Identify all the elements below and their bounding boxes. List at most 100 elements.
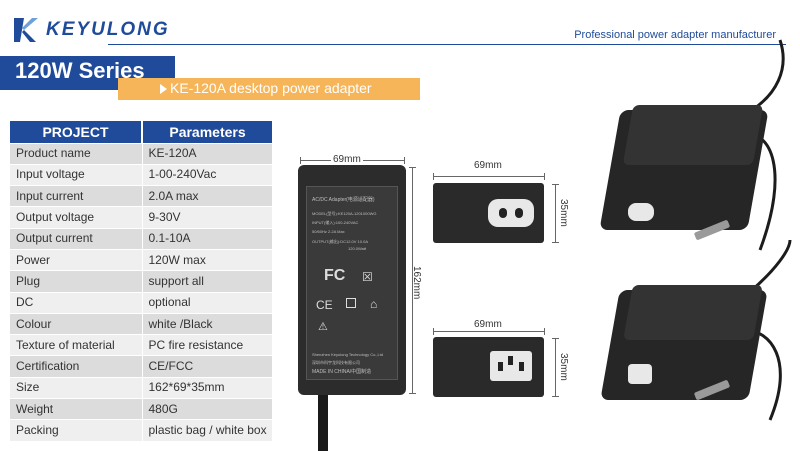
weee-bin-icon: ☒	[362, 270, 373, 284]
spec-value: KE-120A	[142, 142, 272, 165]
spec-value: white /Black	[142, 312, 272, 335]
spec-name: DC	[10, 291, 143, 314]
photo-socket-2pin	[628, 203, 654, 221]
dim-tick	[552, 184, 559, 185]
spec-value: 0.1-10A	[142, 227, 272, 250]
front-length-line	[412, 167, 413, 393]
spec-name: Texture of material	[10, 334, 143, 356]
spec-value: 2.0A max	[142, 185, 272, 207]
brand-logo: KEYULONG	[10, 14, 170, 46]
plate-power: 120.0Watt	[348, 246, 367, 251]
keyulong-logo-icon	[14, 18, 38, 42]
fc-logo: FC	[324, 267, 346, 284]
dim-tick	[409, 393, 416, 394]
spec-name: Input current	[10, 185, 143, 207]
dim-tick	[433, 173, 434, 180]
spec-name: Input voltage	[10, 163, 143, 186]
side-bottom-width-line	[433, 331, 544, 332]
plate-maker-cn: 深圳市科宇龙科技有限公司	[312, 360, 360, 365]
plate-output: OUTPUT(输出):DC12.0V 10.0A	[312, 239, 369, 244]
dim-tick	[404, 157, 405, 164]
spec-value: 9-30V	[142, 206, 272, 229]
header-parameters: Parameters	[142, 121, 272, 143]
side-bottom-width-label: 69mm	[472, 319, 504, 330]
spec-name: Certification	[10, 355, 143, 378]
dim-tick	[544, 173, 545, 180]
spec-name: Plug	[10, 270, 143, 293]
socket-pin	[499, 208, 507, 218]
product-banner	[118, 78, 420, 100]
spec-name: Power	[10, 248, 143, 271]
dim-tick	[409, 167, 416, 168]
spec-name: Output current	[10, 227, 143, 250]
spec-name: Output voltage	[10, 206, 143, 229]
side-bottom-height-line	[555, 338, 556, 396]
plate-title: AC/DC Adapter(电源适配器)	[312, 197, 375, 203]
spec-name: Size	[10, 376, 143, 399]
plate-freq: 50/60Hz 2.2A Max	[312, 229, 345, 234]
dim-tick	[552, 396, 559, 397]
dim-tick	[433, 328, 434, 335]
spec-value: 480G	[142, 398, 272, 420]
double-insulation-icon	[346, 298, 356, 308]
spec-table-header: PROJECT Parameters	[10, 121, 272, 143]
spec-value: optional	[142, 291, 272, 314]
socket-pin	[515, 208, 523, 218]
c8-socket-icon	[488, 199, 534, 227]
play-triangle-icon	[160, 84, 167, 94]
indoor-use-icon: ⌂	[370, 297, 378, 311]
c14-socket-icon	[490, 351, 532, 381]
dim-tick	[552, 338, 559, 339]
spec-value: 1-00-240Vac	[142, 163, 272, 186]
brand-name: KEYULONG	[46, 19, 170, 40]
header-project: PROJECT	[10, 121, 143, 143]
header-tagline: Professional power adapter manufacturer	[574, 29, 776, 41]
warning-icon: ⚠	[318, 321, 328, 333]
socket-pin	[498, 362, 503, 371]
spec-value: PC fire resistance	[142, 334, 272, 356]
front-width-label: 69mm	[331, 154, 363, 165]
spec-value: 162*69*35mm	[142, 376, 272, 399]
spec-name: Packing	[10, 419, 143, 442]
header-divider	[108, 44, 786, 45]
socket-pin	[508, 356, 513, 365]
dc-cable	[318, 395, 328, 451]
label-plate	[306, 186, 398, 380]
ce-logo: CE	[316, 298, 333, 312]
plate-maker: Shenzhen Keyulong Technology Co.,Ltd	[312, 352, 384, 357]
spec-name: Colour	[10, 312, 143, 335]
photo-socket-3pin	[628, 364, 652, 384]
plate-input: INPUT(输入):100-240VAC	[312, 220, 359, 225]
dim-tick	[544, 328, 545, 335]
plate-origin: MADE IN CHINA/中国制造	[312, 369, 372, 375]
spec-value: support all	[142, 270, 272, 293]
adapter-photo-top-face	[622, 105, 764, 165]
product-title: KE-120A desktop power adapter	[170, 80, 372, 96]
side-top-height-line	[555, 184, 556, 242]
spec-value: plastic bag / white box	[142, 419, 272, 442]
spec-value: CE/FCC	[142, 355, 272, 378]
side-top-width-line	[433, 176, 544, 177]
spec-value: 120W max	[142, 248, 272, 271]
spec-name: Product name	[10, 142, 143, 165]
dim-tick	[552, 242, 559, 243]
adapter-photo-bottom-face	[623, 285, 763, 340]
dim-tick	[300, 157, 301, 164]
spec-name: Weight	[10, 398, 143, 420]
plate-model: MODEL(型号):KE120A-1201000WG	[312, 211, 377, 216]
socket-pin	[519, 362, 524, 371]
